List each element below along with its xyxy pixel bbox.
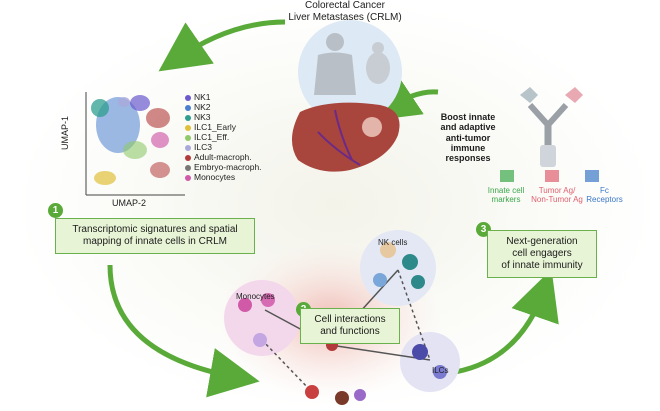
fc-receptors-label: Fc Receptors — [582, 186, 627, 204]
boost-responses-text: Boost innate and adaptive anti-tumor imm… — [432, 112, 504, 164]
cell-engager-icon — [500, 87, 599, 182]
legend-item: NK1 — [185, 92, 211, 102]
monocytes-label: Monocytes — [236, 292, 275, 301]
step-1-badge: 1 — [48, 203, 63, 218]
step-1-line-2: mapping of innate cells in CRLM — [83, 236, 227, 247]
liver-icon — [291, 102, 400, 172]
legend-item: ILC3 — [185, 142, 212, 152]
nk-cells-label: NK cells — [378, 238, 408, 247]
arrow-top-left — [158, 19, 286, 72]
umap-scatter — [85, 92, 185, 196]
innate-markers-label: Innate cell markers — [482, 186, 530, 204]
boost-line: and adaptive — [440, 122, 496, 133]
ilc-cluster — [400, 332, 460, 392]
ilcs-label: ILCs — [432, 366, 449, 375]
title-line-1: Colorectal Cancer — [304, 0, 386, 11]
tumor-ag-label: Tumor Ag/ Non-Tumor Ag — [527, 186, 587, 204]
legend-label: Monocytes — [194, 172, 236, 182]
legend-swatch — [185, 164, 191, 171]
boost-line: responses — [445, 153, 491, 164]
legend-swatch — [185, 114, 191, 121]
step-3-line-3: of innate immunity — [501, 260, 583, 271]
legend-item: ILC1_Eff. — [185, 132, 229, 142]
human-silhouette-icon — [314, 33, 356, 95]
legend-swatch — [185, 124, 191, 131]
legend-item: Embryo-macroph. — [185, 162, 262, 172]
legend-item: Monocytes — [185, 172, 235, 182]
legend-item: ILC1_Early — [185, 122, 236, 132]
legend-label: NK3 — [194, 112, 211, 122]
step-1-box: Transcriptomic signatures and spatial ma… — [55, 218, 255, 254]
tumor-line: Non-Tumor Ag — [531, 195, 583, 205]
legend-label: Embryo-macroph. — [194, 162, 262, 172]
innate-line: markers — [491, 195, 521, 205]
step-1-line-1: Transcriptomic signatures and spatial — [72, 224, 238, 235]
figure-title: Colorectal Cancer Liver Metastases (CRLM… — [270, 0, 420, 23]
boost-line: anti-tumor — [445, 132, 491, 143]
umap-xlabel: UMAP-2 — [112, 198, 147, 208]
boost-line: Boost innate — [440, 112, 496, 122]
mouse-silhouette-icon — [366, 42, 390, 84]
legend-label: NK1 — [194, 92, 211, 102]
step-3-box: Next-generation cell engagers of innate … — [487, 230, 597, 278]
legend-label: NK2 — [194, 102, 211, 112]
fc-line: Receptors — [586, 195, 623, 205]
legend-swatch — [185, 154, 191, 161]
legend-swatch — [185, 144, 191, 151]
title-line-2: Liver Metastases (CRLM) — [288, 11, 402, 23]
legend-swatch — [185, 174, 191, 181]
step-3-line-2: cell engagers — [512, 248, 572, 259]
legend-item: Adult-macroph. — [185, 152, 252, 162]
tumor-line: Tumor Ag/ — [538, 186, 576, 195]
legend-label: ILC3 — [194, 142, 212, 152]
arrow-to-liver — [368, 72, 439, 122]
legend-item: NK3 — [185, 112, 211, 122]
innate-line: Innate cell — [487, 186, 525, 195]
legend-swatch — [185, 134, 191, 141]
step-2-line-1: Cell interactions — [314, 314, 386, 325]
legend-swatch — [185, 104, 191, 111]
background-ellipse — [15, 0, 655, 410]
legend-item: NK2 — [185, 102, 211, 112]
legend-label: ILC1_Eff. — [194, 132, 230, 142]
boost-line: immune — [450, 143, 486, 154]
step-2-line-2: and functions — [320, 326, 380, 337]
step-2-box: Cell interactions and functions — [300, 308, 400, 344]
step-3-line-1: Next-generation — [506, 236, 578, 247]
legend-swatch — [185, 94, 191, 101]
arrow-bottom-right — [454, 269, 559, 375]
arrow-bottom-left — [107, 264, 260, 398]
legend-label: Adult-macroph. — [194, 152, 252, 162]
umap-ylabel: UMAP-1 — [60, 115, 70, 150]
cell-dots — [238, 242, 447, 405]
fc-line: Fc — [600, 186, 609, 195]
legend-label: ILC1_Early — [194, 122, 237, 132]
